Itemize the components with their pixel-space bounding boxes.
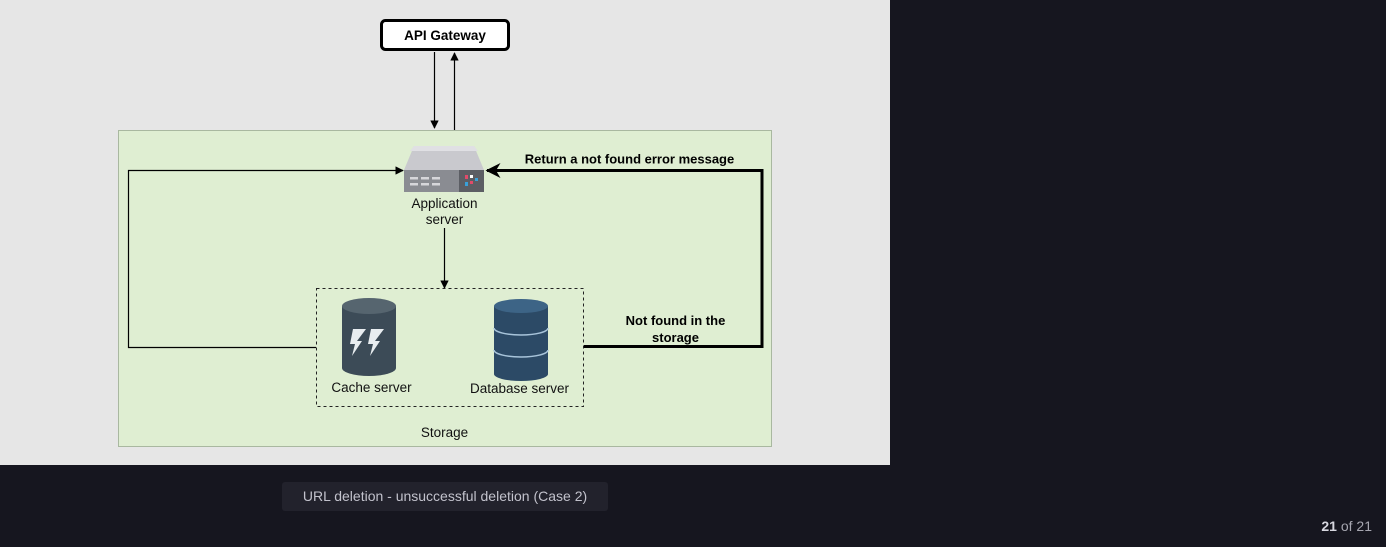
database-label: Database server xyxy=(470,381,570,396)
database-icon xyxy=(493,299,549,381)
current-slide-number: 21 xyxy=(1321,518,1337,534)
server-icon xyxy=(404,146,484,192)
cache-to-app-arrow xyxy=(127,166,404,349)
not-found-label-line1: Not found in the xyxy=(626,313,726,328)
return-label: Return a not found error message xyxy=(525,152,734,167)
api-gateway-node: API Gateway xyxy=(380,19,510,51)
slide-counter: 21 of 21 xyxy=(1321,518,1372,534)
cache-label: Cache server xyxy=(331,380,412,395)
cache-icon xyxy=(342,298,396,376)
storage-box xyxy=(316,288,584,407)
storage-label: Storage xyxy=(421,425,468,440)
diagram: API Gateway xyxy=(118,19,772,447)
app-server-label-line1: Application xyxy=(411,196,477,211)
not-found-label-line2: storage xyxy=(652,330,699,345)
slide-canvas: API Gateway xyxy=(0,0,890,465)
total-slides: 21 xyxy=(1356,518,1372,534)
app-server-label-line2: server xyxy=(426,212,464,227)
counter-separator: of xyxy=(1340,518,1353,534)
slide-caption: URL deletion - unsuccessful deletion (Ca… xyxy=(282,482,608,511)
not-found-arrow xyxy=(485,163,764,348)
api-gateway-label: API Gateway xyxy=(404,28,486,43)
